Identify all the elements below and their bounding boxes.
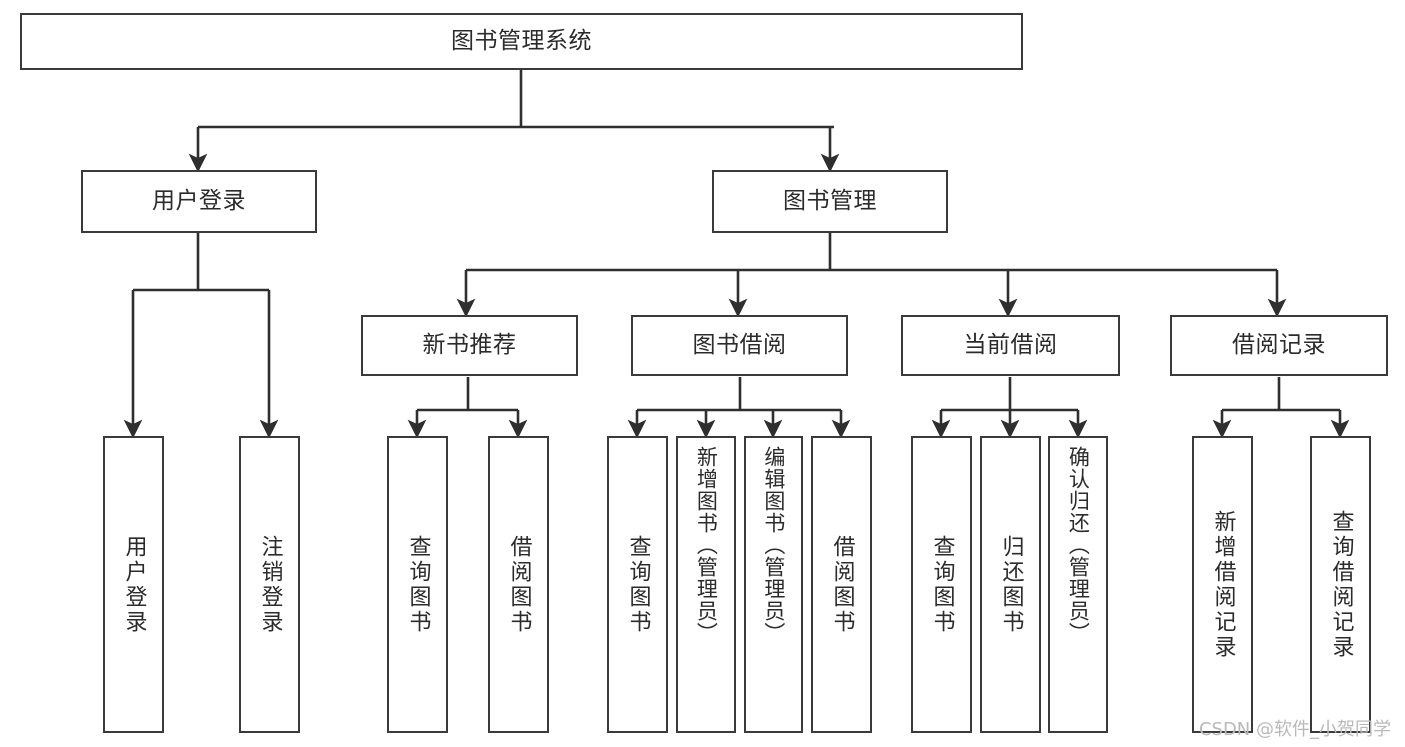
node-book-manage[interactable]: 图书管理 bbox=[712, 170, 948, 233]
watermark: CSDN @软件_小贺同学 bbox=[1198, 719, 1391, 740]
node-leaf-add-book[interactable]: 新增图书（管理员） bbox=[676, 436, 736, 733]
node-root-label: 图书管理系统 bbox=[451, 27, 592, 54]
node-leaf-user-login[interactable]: 用户登录 bbox=[103, 436, 164, 733]
node-leaf-query-book-2-label: 查询图书 bbox=[625, 534, 651, 635]
node-leaf-confirm-return-label: 确认归还（管理员） bbox=[1066, 446, 1091, 644]
node-leaf-borrow-book-2-label: 借阅图书 bbox=[829, 534, 855, 635]
node-user-login-label: 用户登录 bbox=[152, 187, 246, 214]
node-leaf-query-book-3-label: 查询图书 bbox=[929, 534, 955, 635]
node-leaf-user-login-label: 用户登录 bbox=[121, 534, 147, 635]
node-borrow-record-label: 借阅记录 bbox=[1232, 331, 1326, 358]
node-leaf-borrow-book-1[interactable]: 借阅图书 bbox=[488, 436, 549, 733]
node-leaf-query-book-1-label: 查询图书 bbox=[405, 534, 431, 635]
node-leaf-logout-login[interactable]: 注销登录 bbox=[239, 436, 300, 733]
node-leaf-query-record-label: 查询借阅记录 bbox=[1328, 509, 1354, 660]
node-leaf-edit-book-label: 编辑图书（管理员） bbox=[761, 446, 786, 644]
node-leaf-query-book-1[interactable]: 查询图书 bbox=[387, 436, 448, 733]
node-leaf-logout-login-label: 注销登录 bbox=[257, 534, 283, 635]
node-new-book-rec-label: 新书推荐 bbox=[422, 331, 517, 358]
node-book-borrow[interactable]: 图书借阅 bbox=[631, 315, 848, 376]
node-leaf-query-book-2[interactable]: 查询图书 bbox=[607, 436, 668, 733]
node-current-borrow-label: 当前借阅 bbox=[963, 331, 1058, 358]
node-leaf-query-record[interactable]: 查询借阅记录 bbox=[1310, 436, 1371, 733]
node-leaf-add-record[interactable]: 新增借阅记录 bbox=[1192, 436, 1253, 733]
node-leaf-edit-book[interactable]: 编辑图书（管理员） bbox=[744, 436, 803, 733]
node-leaf-query-book-3[interactable]: 查询图书 bbox=[911, 436, 972, 733]
node-book-borrow-label: 图书借阅 bbox=[692, 331, 787, 358]
node-user-login[interactable]: 用户登录 bbox=[81, 170, 317, 233]
node-leaf-add-book-label: 新增图书（管理员） bbox=[694, 446, 719, 644]
node-leaf-confirm-return[interactable]: 确认归还（管理员） bbox=[1048, 436, 1108, 733]
node-leaf-add-record-label: 新增借阅记录 bbox=[1210, 509, 1236, 660]
node-leaf-borrow-book-1-label: 借阅图书 bbox=[506, 534, 532, 635]
node-new-book-rec[interactable]: 新书推荐 bbox=[361, 315, 578, 376]
node-current-borrow[interactable]: 当前借阅 bbox=[901, 315, 1120, 376]
node-leaf-borrow-book-2[interactable]: 借阅图书 bbox=[811, 436, 872, 733]
node-root[interactable]: 图书管理系统 bbox=[20, 13, 1023, 70]
node-book-manage-label: 图书管理 bbox=[783, 187, 877, 214]
node-leaf-return-book-label: 归还图书 bbox=[998, 534, 1024, 635]
node-borrow-record[interactable]: 借阅记录 bbox=[1170, 315, 1388, 376]
node-leaf-return-book[interactable]: 归还图书 bbox=[980, 436, 1041, 733]
